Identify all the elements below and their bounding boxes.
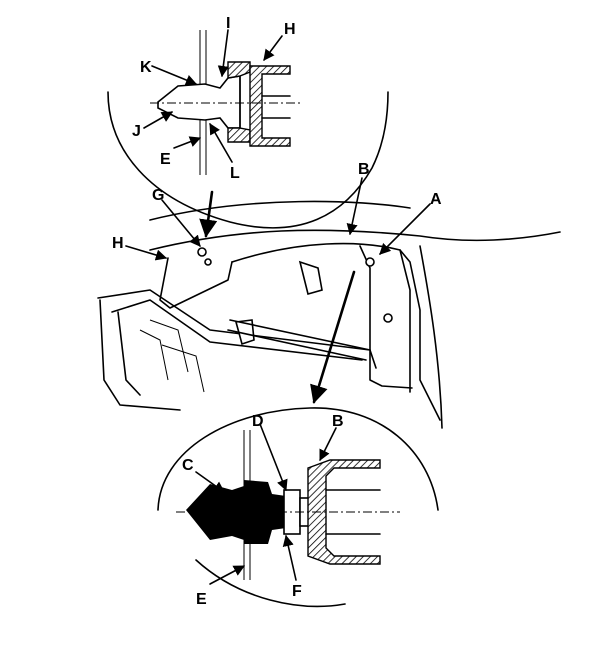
label-J: J — [132, 123, 141, 140]
label-E-bottom: E — [196, 591, 207, 608]
label-L: L — [230, 165, 240, 182]
label-G: G — [152, 187, 164, 204]
bumper-panel-main — [97, 200, 561, 429]
label-A: A — [430, 191, 442, 208]
label-H-top: H — [284, 21, 296, 38]
top-detail-view — [107, 30, 389, 229]
label-K: K — [140, 59, 152, 76]
bottom-detail-view — [157, 407, 439, 608]
label-I: I — [226, 15, 230, 32]
label-B-top: B — [358, 161, 370, 178]
label-C: C — [182, 457, 194, 474]
label-H-mid: H — [112, 235, 124, 252]
leader-lines — [125, 29, 431, 585]
label-E-top: E — [160, 151, 171, 168]
callout-labels: A B B C D E E F G H H I J K L — [112, 15, 442, 608]
label-B-bottom: B — [332, 413, 344, 430]
label-F: F — [292, 583, 302, 600]
label-D: D — [252, 413, 264, 430]
